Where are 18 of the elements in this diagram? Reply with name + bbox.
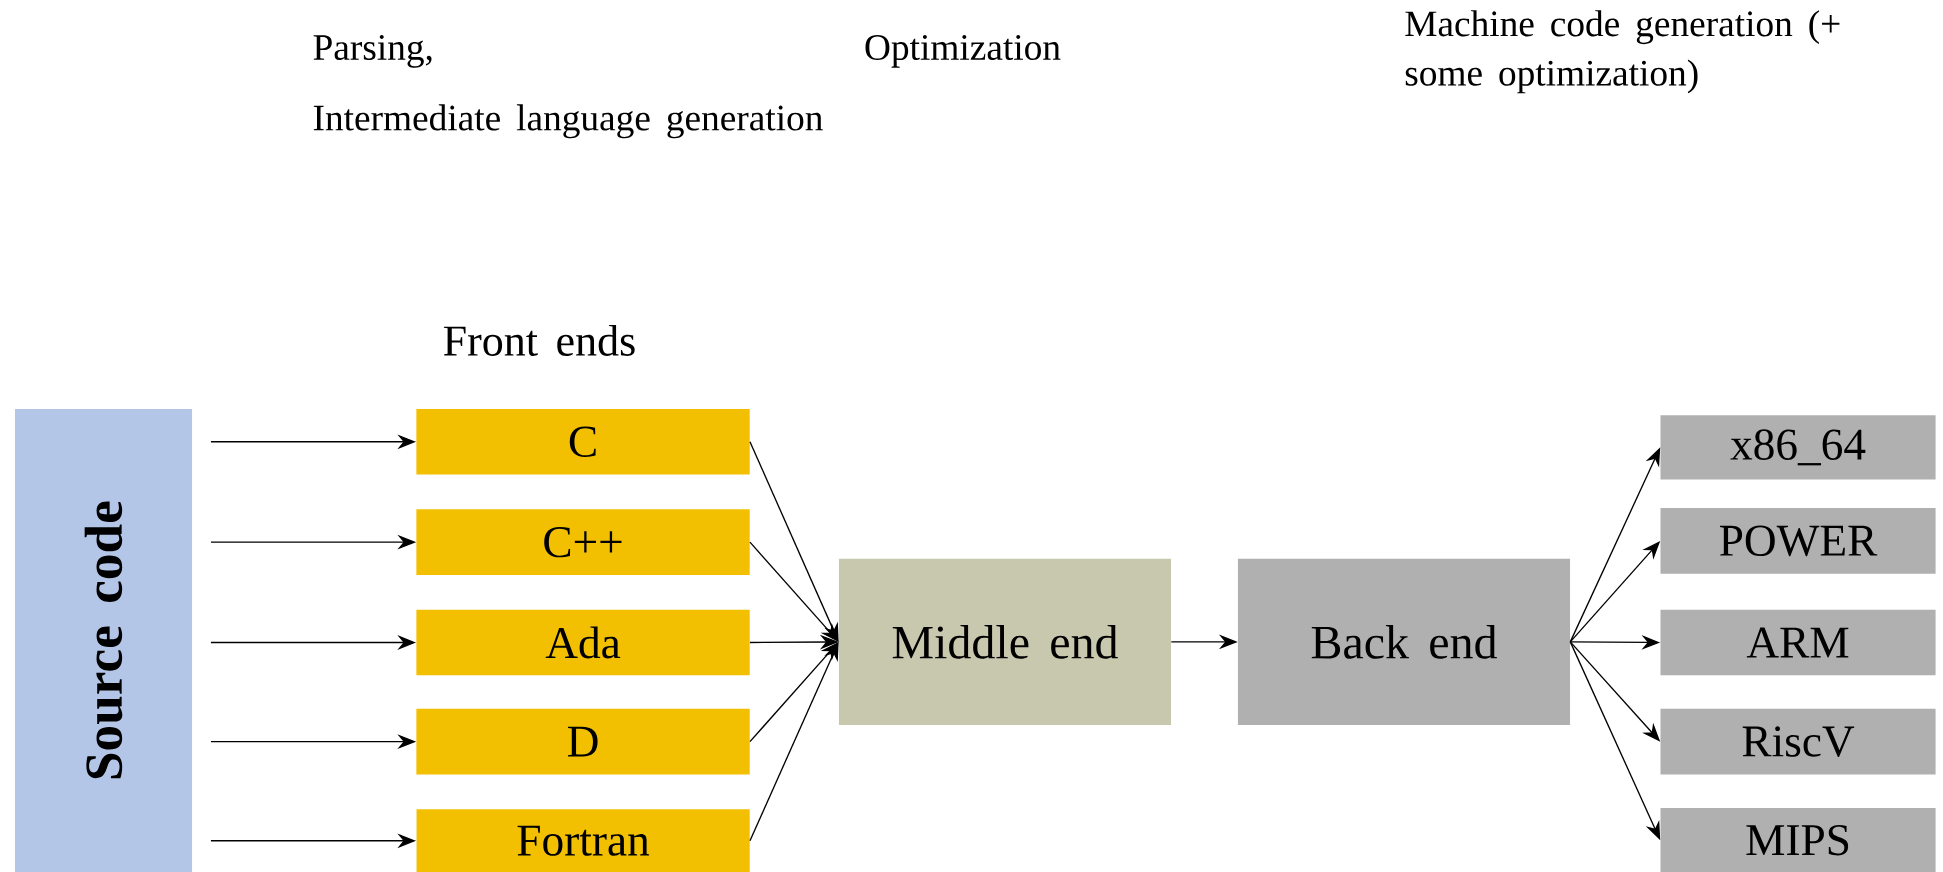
target-box: POWER xyxy=(1660,507,1936,574)
front-end-box: C xyxy=(416,408,750,475)
stage-description: Machine code generation (+ some optimization) xyxy=(1405,10,1840,94)
stage-box: Back end xyxy=(1237,558,1571,725)
stage-description: Intermediate language generation xyxy=(313,104,823,139)
target-box: MIPS xyxy=(1660,807,1936,872)
target-box: x86_64 xyxy=(1660,414,1936,480)
front-end-box: Ada xyxy=(416,609,750,676)
front-end-box: D xyxy=(416,708,750,775)
stage-description: Optimization xyxy=(865,34,1061,68)
front-end-box: Fortran xyxy=(416,809,750,872)
target-box: RiscV xyxy=(1660,708,1936,775)
stage-description: Parsing, xyxy=(313,34,432,68)
front-end-box: C++ xyxy=(416,509,750,575)
stage-box: Middle end xyxy=(838,558,1171,725)
group-heading: Front ends xyxy=(443,324,635,356)
target-box: ARM xyxy=(1660,609,1936,676)
source-code-bar: Source code xyxy=(14,408,193,872)
